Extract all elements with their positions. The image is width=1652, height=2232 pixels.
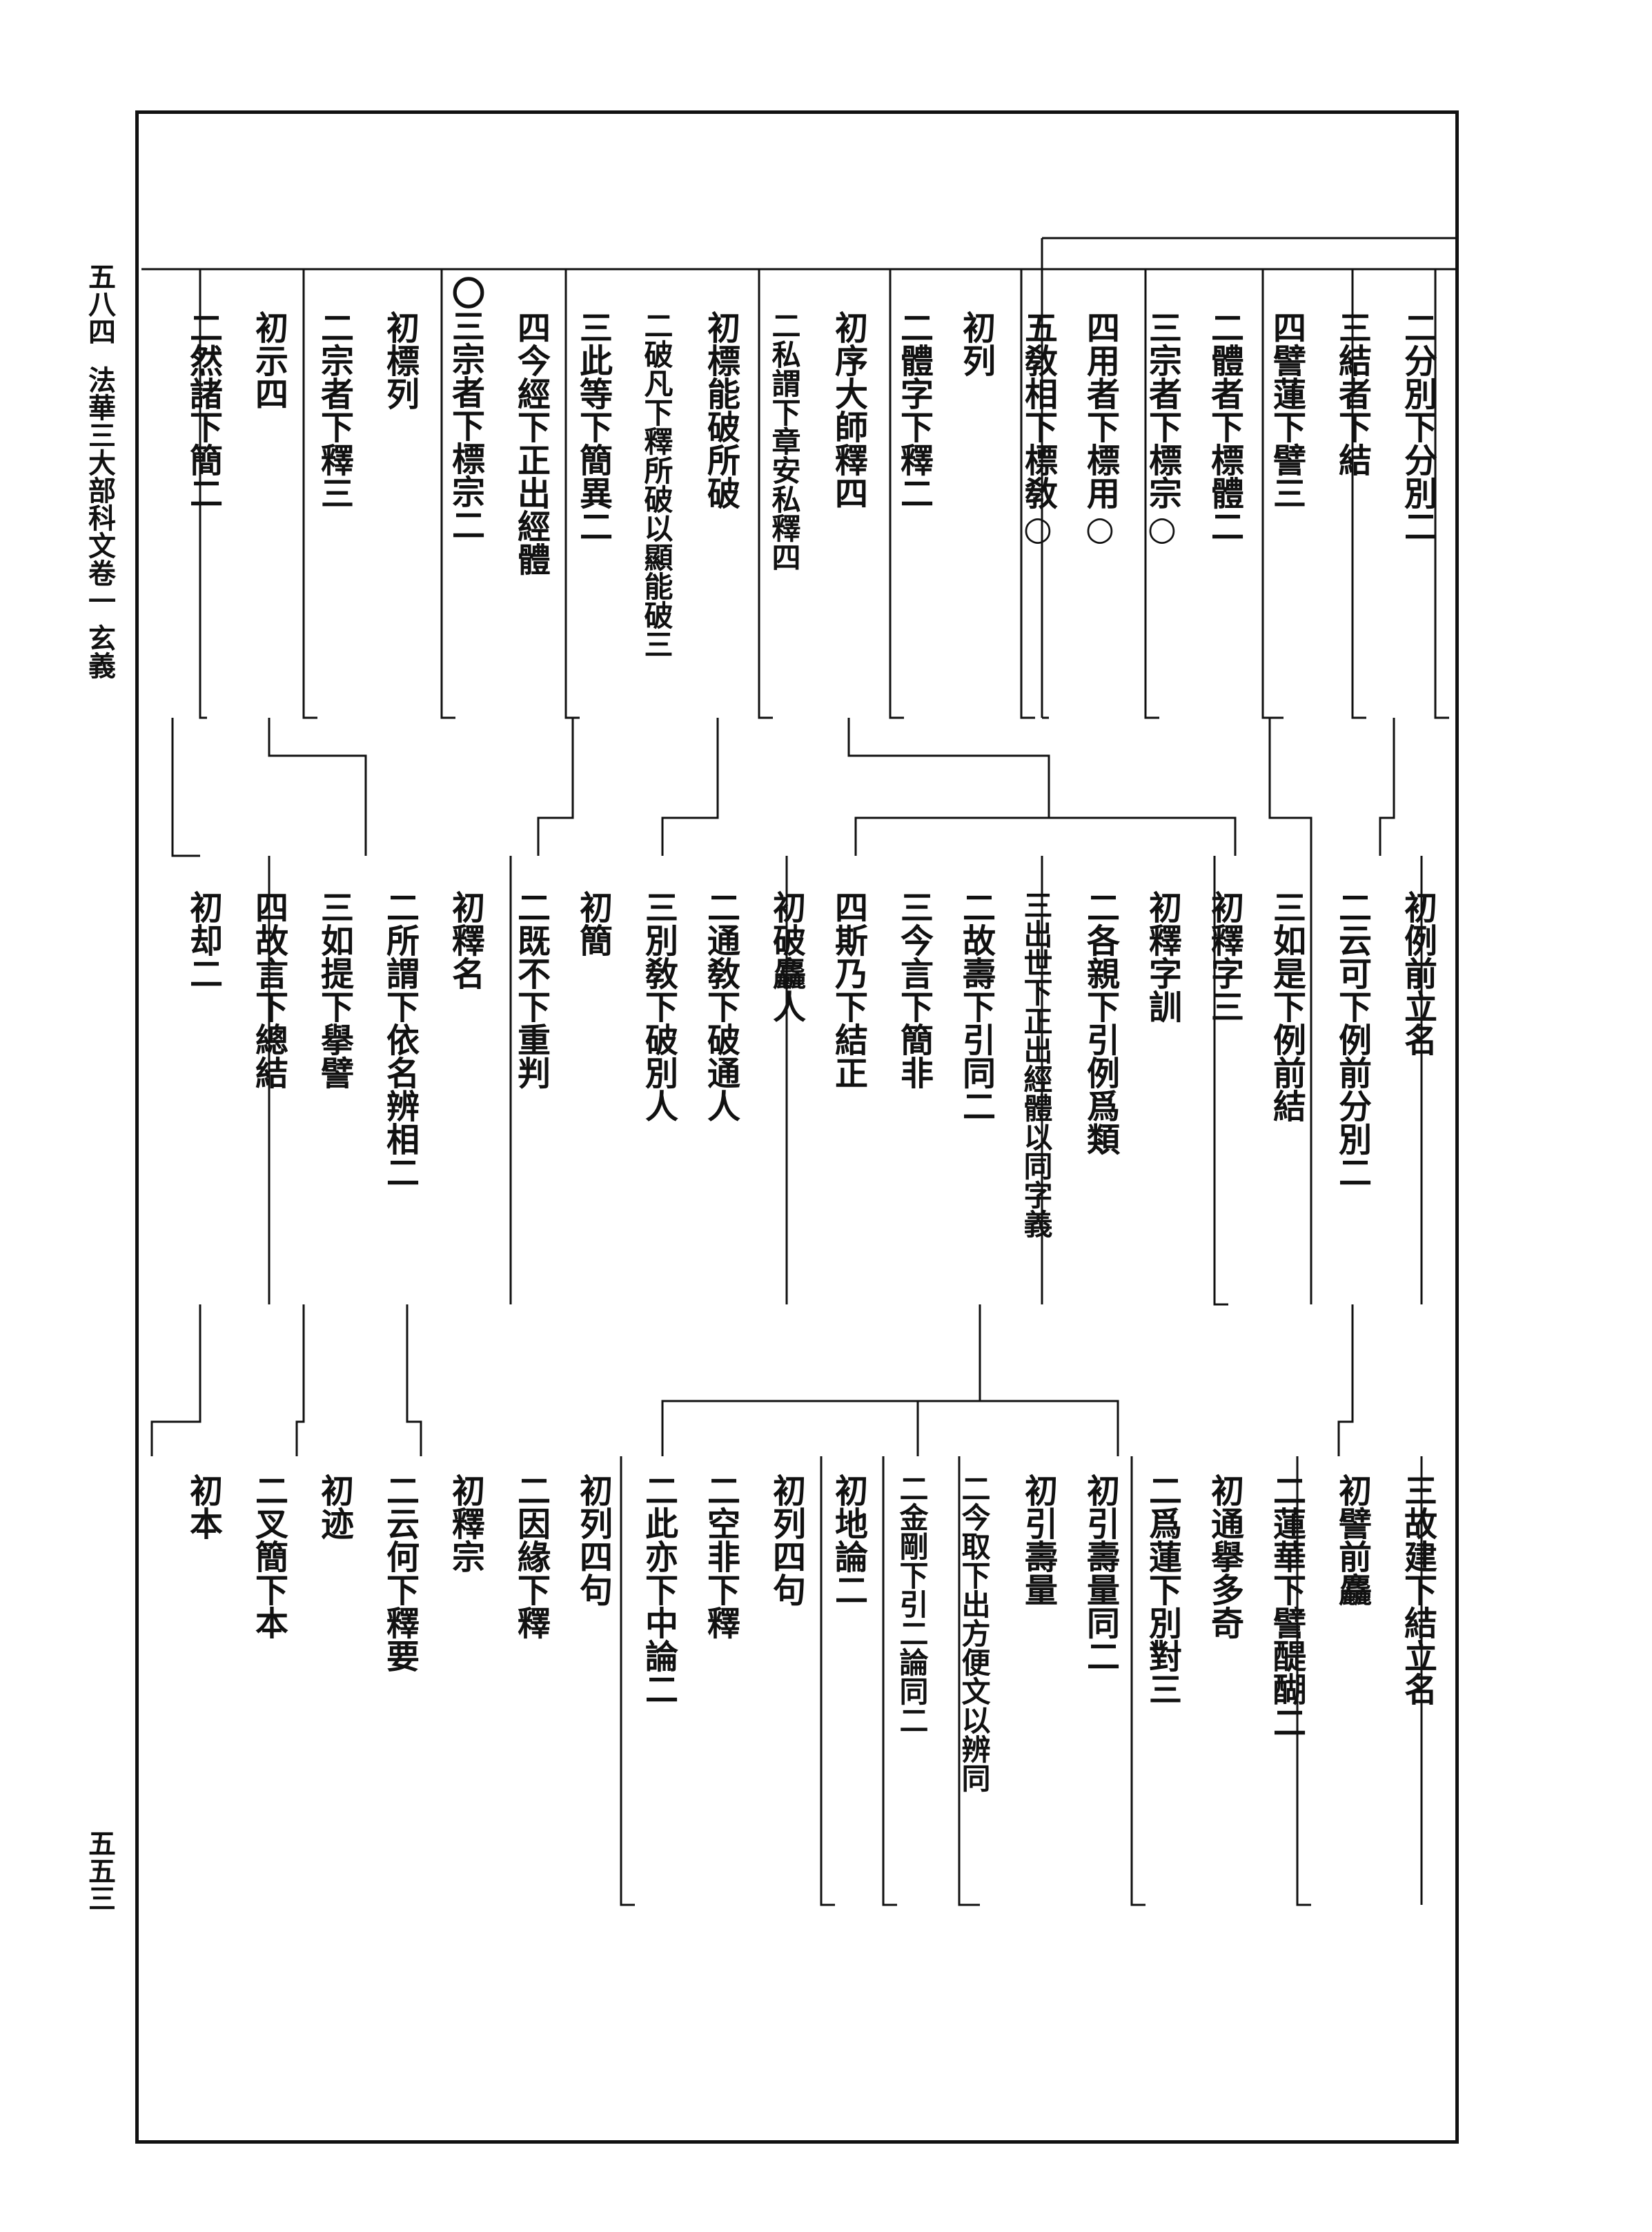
entry-bot-9: 二金剛下引二論同二 [895,1474,929,1734]
entry-mid-19: 四故言下總結 [249,890,288,1089]
entry-top-10: 初序大師釋四 [829,311,867,509]
entry-mid-14: 初簡 [573,890,612,957]
entry-bot-1: 三故建下結立名 [1398,1474,1437,1705]
entry-bot-18: 初迹 [315,1474,353,1540]
entry-top-11: 二私謂下章安私釋四 [767,311,801,571]
entry-mid-18: 三如提下擧譬 [315,890,353,1089]
entry-top-9: 二體字下釋二 [894,311,933,509]
entry-top-17: 初標列 [380,311,419,410]
entry-top-1: 二分別下分別二 [1398,311,1437,542]
entry-mid-3: 三如是下例前結 [1267,890,1306,1122]
entry-bot-4: 初通擧多奇 [1205,1474,1243,1639]
entry-mid-12: 二通敎下破通人 [701,890,740,1122]
entry-bot-2: 初譬前麤 [1333,1474,1371,1606]
entry-mid-17: 二所謂下依名辨相二 [380,890,419,1188]
entry-top-5: 三宗者下標宗○ [1143,311,1181,548]
entry-bot-19: 二叉簡下本 [249,1474,288,1639]
entry-bot-16: 初釋宗 [446,1474,484,1573]
entry-top-19: 初示四 [249,311,288,410]
entry-top-20: 二然諸下簡二 [184,311,222,509]
entry-mid-5: 初釋字訓 [1143,890,1181,1023]
entry-mid-9: 三今言下簡非 [894,890,933,1089]
entry-mid-1: 初例前立名 [1398,890,1437,1056]
entry-top-15: 四今經下正出經體 [511,311,550,576]
entry-top-16: 〇三宗者下標宗二 [446,276,484,541]
entry-mid-8: 二故壽下引同二 [956,890,995,1122]
entry-mid-16: 初釋名 [446,890,484,990]
entry-top-12: 初標能破所破 [701,311,740,509]
entry-bot-12: 二空非下釋 [701,1474,740,1639]
entry-top-3: 四譬蓮下譬三 [1267,311,1306,509]
entry-top-18: 二宗者下釋三 [315,311,353,509]
entry-bot-3: 二蓮華下譬醍醐二 [1267,1474,1306,1739]
entry-mid-4: 初釋字三 [1205,890,1243,1023]
entry-top-4: 二體者下標體二 [1205,311,1243,542]
entry-mid-15: 二既不下重判 [511,890,550,1089]
entry-top-13: 二破凡下釋所破以顯能破三 [640,311,673,658]
page-frame [135,110,1459,2144]
entry-top-8: 初列 [956,311,995,377]
entry-bot-10: 初地論二 [829,1474,867,1606]
entry-bot-7: 初引壽量 [1019,1474,1057,1606]
entry-bot-6: 初引壽量同二 [1081,1474,1119,1672]
page-number-top: 五八四 [83,262,116,345]
entry-top-14: 三此等下簡異二 [573,311,612,542]
entry-mid-20: 初却二 [184,890,222,990]
entry-mid-13: 三別敎下破別人 [639,890,678,1122]
entry-bot-5: 二爲蓮下別對三 [1143,1474,1181,1705]
entry-top-7: 五敎相下標敎○ [1019,311,1057,548]
entry-top-2: 三結者下結 [1333,311,1371,476]
entry-bot-8: 二今取下出方便文以辨同 [957,1474,991,1792]
entry-mid-10: 四斯乃下結正 [829,890,867,1089]
entry-mid-2: 二云可下例前分別二 [1333,890,1371,1188]
entry-bot-15: 二因緣下釋 [511,1474,550,1639]
entry-bot-13: 二此亦下中論二 [639,1474,678,1705]
entry-bot-20: 初本 [184,1474,222,1540]
entry-bot-17: 二云何下釋要 [380,1474,419,1672]
entry-top-6: 四用者下標用○ [1081,311,1119,548]
entry-mid-7: 三出世下正出經體以同字義 [1019,890,1053,1238]
entry-bot-11: 初列四句 [767,1474,805,1606]
entry-mid-11: 初破麤人 [767,890,805,1023]
entry-bot-14: 初列四句 [573,1474,612,1606]
book-title: 法華三大部科文卷一 玄義 [83,366,116,679]
entry-mid-6: 二各親下引例爲類 [1081,890,1119,1155]
page-number-bottom: 五五三 [83,1829,116,1912]
